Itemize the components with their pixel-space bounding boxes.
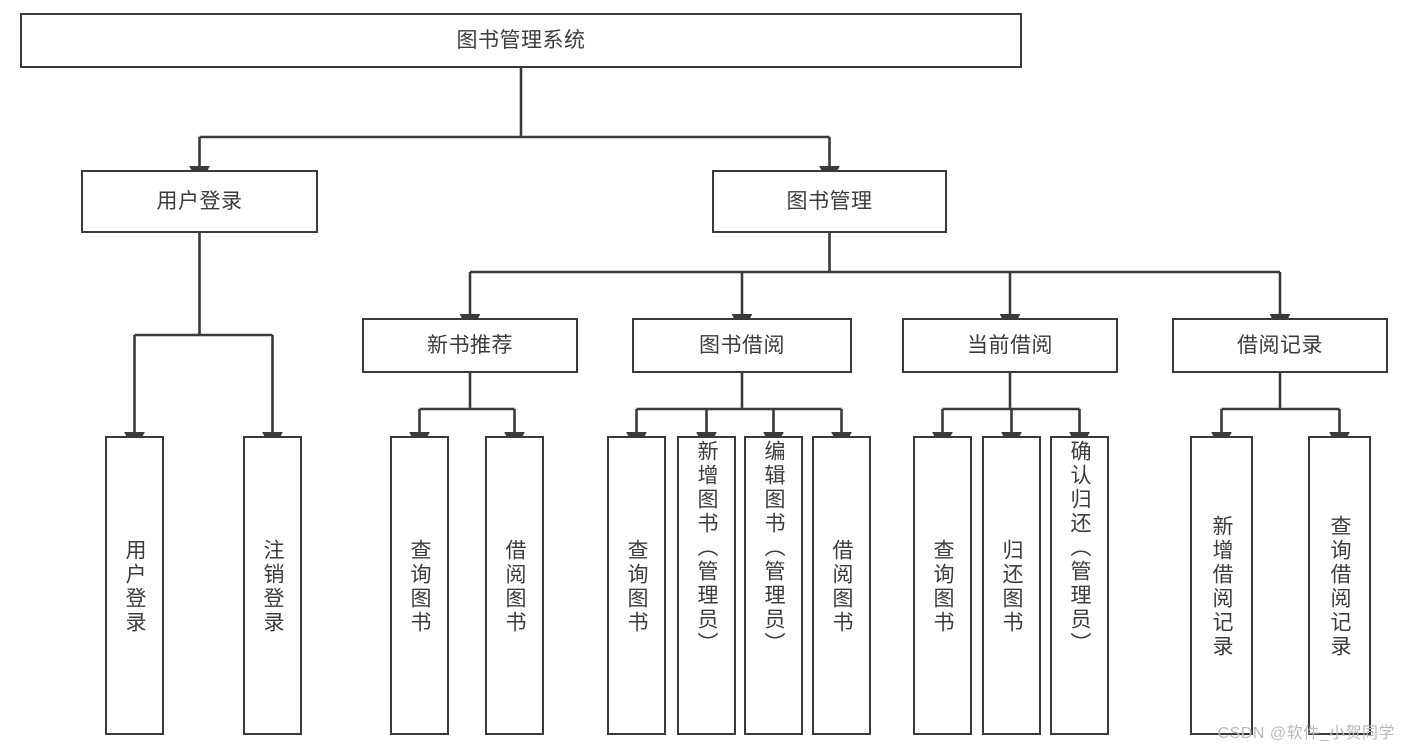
node-leaf-1[interactable]: 注销登录: [243, 436, 302, 735]
node-level1-1[interactable]: 图书管理: [712, 170, 947, 233]
node-leaf-0[interactable]: 用户登录: [105, 436, 164, 735]
node-label: 借阅记录: [1237, 333, 1323, 357]
node-leaf-11[interactable]: 新增借阅记录: [1190, 436, 1253, 735]
node-leaf-3[interactable]: 借阅图书: [485, 436, 544, 735]
node-label: 新书推荐: [427, 333, 513, 357]
node-label: 用户登录: [156, 189, 243, 213]
node-label: 注销登录: [261, 538, 284, 635]
watermark-text: CSDN @软件_小贺同学: [1217, 725, 1395, 742]
node-label: 确认归还（管理员）: [1068, 440, 1091, 656]
node-leaf-5[interactable]: 新增图书（管理员）: [677, 436, 736, 735]
node-label: 新增图书（管理员）: [695, 440, 718, 656]
node-label: 查询图书: [931, 538, 954, 635]
node-label: 图书管理: [786, 189, 873, 213]
node-label: 归还图书: [1000, 538, 1023, 635]
node-leaf-8[interactable]: 查询图书: [913, 436, 972, 735]
node-leaf-12[interactable]: 查询借阅记录: [1308, 436, 1371, 735]
node-label: 查询借阅记录: [1328, 514, 1351, 659]
node-label: 图书管理系统: [456, 28, 586, 52]
node-level2-1[interactable]: 图书借阅: [632, 318, 852, 373]
node-leaf-7[interactable]: 借阅图书: [812, 436, 871, 735]
node-leaf-4[interactable]: 查询图书: [607, 436, 666, 735]
node-label: 查询图书: [408, 538, 431, 635]
node-level2-3[interactable]: 借阅记录: [1172, 318, 1388, 373]
node-leaf-6[interactable]: 编辑图书（管理员）: [744, 436, 803, 735]
node-leaf-2[interactable]: 查询图书: [390, 436, 449, 735]
node-label: 用户登录: [123, 538, 146, 635]
node-level2-2[interactable]: 当前借阅: [902, 318, 1118, 373]
node-label: 借阅图书: [503, 538, 526, 635]
node-label: 新增借阅记录: [1210, 514, 1233, 659]
node-label: 编辑图书（管理员）: [762, 440, 785, 656]
node-root[interactable]: 图书管理系统: [20, 13, 1022, 68]
node-leaf-9[interactable]: 归还图书: [982, 436, 1041, 735]
node-label: 查询图书: [625, 538, 648, 635]
node-level2-0[interactable]: 新书推荐: [362, 318, 578, 373]
node-level1-0[interactable]: 用户登录: [81, 170, 318, 233]
node-label: 借阅图书: [830, 538, 853, 635]
node-leaf-10[interactable]: 确认归还（管理员）: [1050, 436, 1109, 735]
node-label: 图书借阅: [699, 333, 785, 357]
node-label: 当前借阅: [967, 333, 1053, 357]
